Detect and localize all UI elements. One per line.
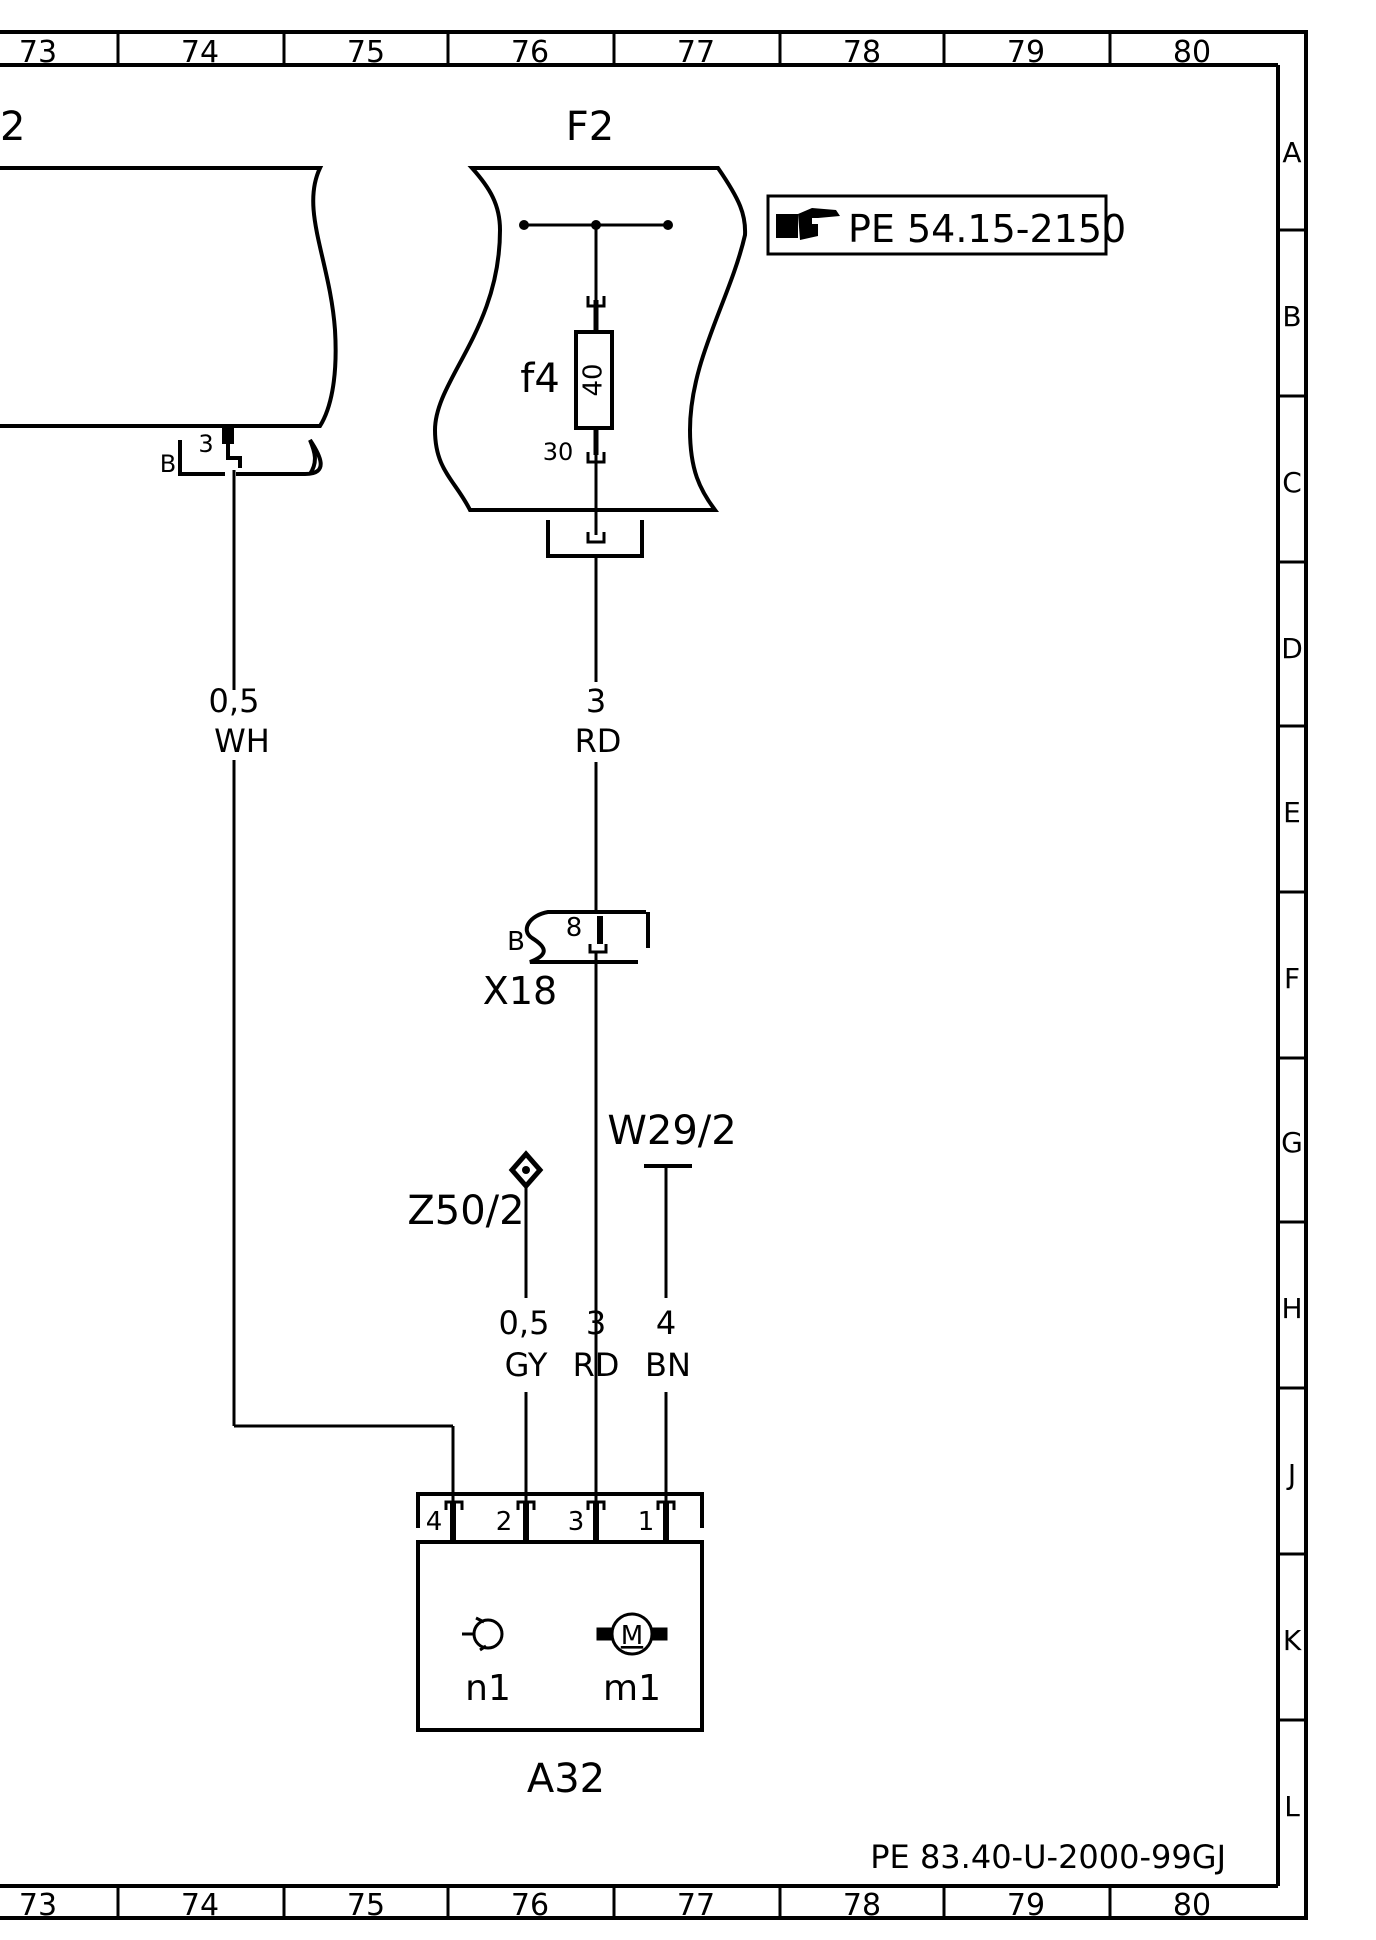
sensor-label: n1 [465,1668,511,1709]
column-label-top: 73 [19,35,57,70]
left-component [0,166,338,476]
wire-gy-color: GY [505,1346,548,1384]
column-label-bottom: 79 [1007,1888,1045,1923]
a32-pin-4: 4 [426,1507,443,1537]
a32-body [416,1540,704,1732]
fuse-icon [574,330,614,430]
reference-text: PE 54.15-2150 [848,207,1126,251]
row-label: C [1282,466,1302,499]
row-label: G [1281,1126,1303,1159]
a32-label: A32 [527,1756,605,1802]
left-connector-pin: 3 [198,430,213,458]
column-label-top: 78 [843,35,881,70]
column-label-bottom: 75 [347,1888,385,1923]
wire-wh-color: WH [214,722,270,760]
column-label-bottom: 73 [19,1888,57,1923]
x18-label: X18 [483,969,557,1013]
z50-label: Z50/2 [407,1188,524,1234]
junction-dot [591,220,601,230]
document-reference: PE 83.40-U-2000-99GJ [870,1838,1226,1876]
row-label: E [1283,796,1301,829]
a32-pin-1: 1 [638,1507,655,1537]
column-label-top: 74 [181,35,219,70]
motor-icon [596,1612,668,1656]
a32-connector [416,1492,704,1528]
fuse-label: f4 [520,356,560,402]
motor-label: m1 [603,1668,661,1709]
row-label: F [1284,962,1300,995]
left-connector-letter: B [160,450,176,478]
column-label-bottom: 76 [511,1888,549,1923]
wire-bn-color: BN [645,1346,691,1384]
column-label-top: 75 [347,35,385,70]
junction-dot [663,220,673,230]
wire-wh-gauge: 0,5 [209,682,260,720]
column-label-top: 76 [511,35,549,70]
column-label-bottom: 77 [677,1888,715,1923]
wire-gy-gauge: 0,5 [499,1304,550,1342]
x18-connector [524,910,650,964]
wire-rd-lower-color: RD [573,1346,620,1384]
x18-letter: B [507,927,525,957]
column-label-bottom: 80 [1173,1888,1211,1923]
pointing-hand-icon [776,208,840,240]
wire-rd-upper-gauge: 3 [586,682,606,720]
row-label: A [1282,136,1301,169]
wire-wh [232,470,455,1510]
column-label-top: 77 [677,35,715,70]
a32-pin-3: 3 [568,1507,585,1537]
row-label: B [1282,300,1301,333]
speed-sensor-icon [462,1616,504,1652]
row-label: L [1284,1790,1300,1823]
a32-pin-icons [444,1500,676,1540]
w29-label: W29/2 [607,1108,736,1154]
diamond-splice-icon [508,1150,544,1190]
row-label: K [1283,1624,1302,1657]
motor-symbol: M [621,1621,643,1651]
junction-dot [519,220,529,230]
wire-bn-gauge: 4 [656,1304,676,1342]
column-label-top: 80 [1173,35,1211,70]
left-component-partial-label: 2 [0,104,25,150]
row-label: H [1281,1292,1302,1325]
row-label: J [1286,1458,1296,1491]
x18-pin: 8 [566,913,583,943]
wire-rd-upper-color: RD [575,722,622,760]
wire-rd-lower-gauge: 3 [586,1304,606,1342]
reference-box: PE 54.15-2150 [766,194,1126,256]
left-connector-pin-icon [222,428,242,468]
drawing-frame [0,30,1308,1920]
row-label: D [1281,632,1303,665]
column-label-top: 79 [1007,35,1045,70]
column-label-bottom: 74 [181,1888,219,1923]
a32-pin-2: 2 [496,1507,513,1537]
column-label-bottom: 78 [843,1888,881,1923]
fuse-box-label: F2 [566,104,614,150]
fuse-terminal-label: 30 [543,438,574,466]
fuse-rating: 40 [579,363,609,396]
